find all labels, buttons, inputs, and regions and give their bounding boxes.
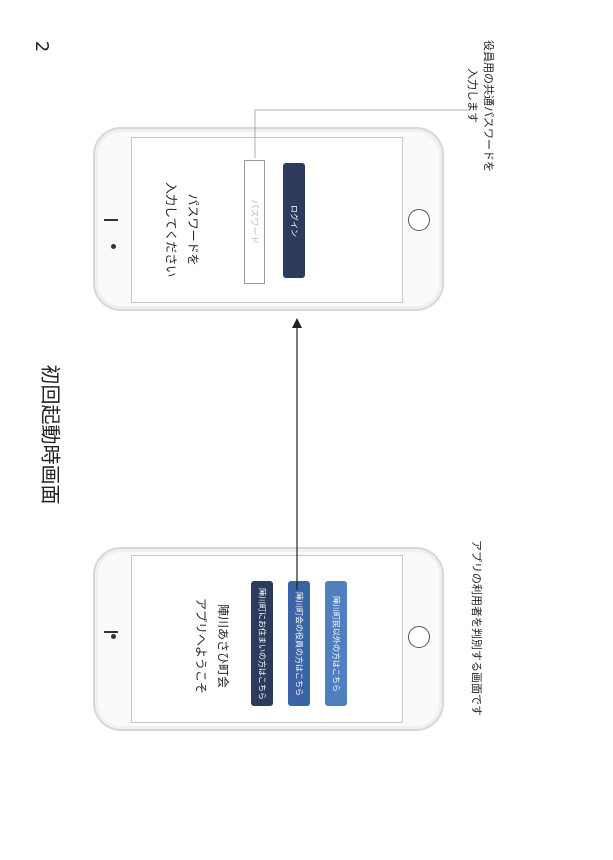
non-resident-button[interactable]: 陣川町民以外の方はこちら [325,581,347,706]
password-input[interactable]: パスワード [244,160,265,284]
phone-frame-password: パスワードを 入力してください パスワード ログイン [93,127,444,311]
officer-button[interactable]: 陣川町会の役員の方はこちら [288,581,310,706]
speaker-bar [104,219,118,221]
screen-welcome: 陣川あさひ町会 アプリへようこそ 陣川町にお住まいの方はこちら 陣川町会の役員の… [131,555,403,723]
page-title: 初回起動時画面 [38,364,63,505]
welcome-title: 陣川あさひ町会 アプリへようこそ [194,598,230,695]
home-button[interactable] [408,209,430,231]
login-button[interactable]: ログイン [283,163,305,278]
home-button[interactable] [408,626,430,648]
password-caption: 役員用の共通パスワードを 入力します [466,40,495,172]
page-number: 2 [31,40,53,53]
welcome-caption: アプリの利用者を判別する画面です [470,540,483,716]
password-prompt: パスワードを 入力してください [164,182,200,278]
speaker-bar [104,631,118,633]
resident-button[interactable]: 陣川町にお住まいの方はこちら [251,581,273,706]
screen-password: パスワードを 入力してください パスワード ログイン [131,137,403,303]
speaker-dot [111,244,116,249]
phone-frame-welcome: 陣川あさひ町会 アプリへようこそ 陣川町にお住まいの方はこちら 陣川町会の役員の… [93,547,444,731]
speaker-dot [111,634,116,639]
